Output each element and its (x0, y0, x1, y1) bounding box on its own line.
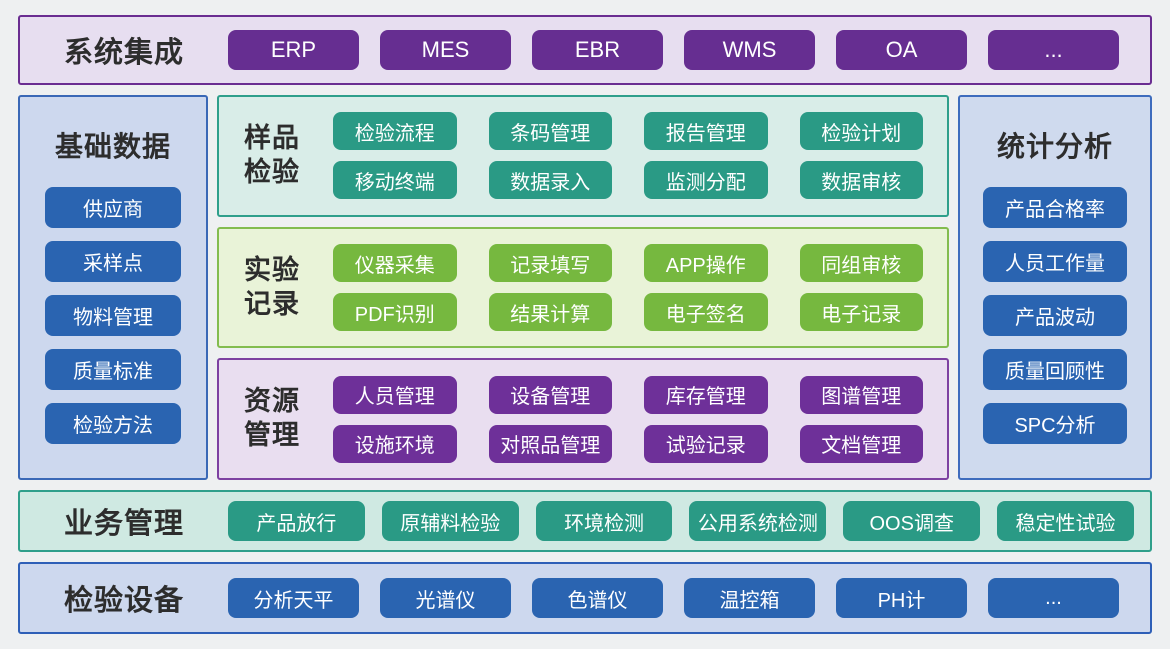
node-inspection-plan: 检验计划 (799, 112, 923, 151)
node-product-fluctuation: 产品波动 (983, 295, 1127, 336)
section-resource-management: 资源 管理 人员管理 设备管理 库存管理 图谱管理 设施环境 对照品管理 试验记… (217, 358, 949, 481)
node-raw-material-inspection: 原辅料检验 (381, 501, 519, 541)
node-report-management: 报告管理 (644, 112, 768, 151)
node-mes: MES (380, 30, 511, 70)
node-reference-standard-management: 对照品管理 (488, 424, 612, 463)
experiment-record-nodes: 仪器采集 记录填写 APP操作 同组审核 PDF识别 结果计算 电子签名 电子记… (333, 244, 923, 331)
node-oa: OA (836, 30, 967, 70)
node-environment-monitoring: 环境检测 (535, 501, 673, 541)
node-barcode-management: 条码管理 (488, 112, 612, 151)
section-title-business-management: 业务管理 (63, 508, 184, 540)
section-experiment-record: 实验 记录 仪器采集 记录填写 APP操作 同组审核 PDF识别 结果计算 电子… (217, 226, 949, 349)
inspection-equipment-nodes: 分析天平 光谱仪 色谱仪 温控箱 PH计 ... (228, 578, 1150, 618)
sample-inspection-nodes: 检验流程 条码管理 报告管理 检验计划 移动终端 数据录入 监测分配 数据审核 (333, 112, 923, 200)
node-peer-review: 同组审核 (799, 244, 923, 282)
section-title-system-integration: 系统集成 (63, 37, 184, 69)
section-system-integration: 系统集成 ERP MES EBR WMS OA ... (18, 15, 1152, 85)
system-integration-nodes: ERP MES EBR WMS OA ... (228, 30, 1150, 70)
section-inspection-equipment: 检验设备 分析天平 光谱仪 色谱仪 温控箱 PH计 ... (18, 562, 1152, 634)
node-equipment-more: ... (988, 578, 1119, 618)
resource-management-nodes: 人员管理 设备管理 库存管理 图谱管理 设施环境 对照品管理 试验记录 文档管理 (333, 375, 923, 463)
node-analytical-balance: 分析天平 (228, 578, 359, 618)
node-product-release: 产品放行 (228, 501, 365, 541)
node-electronic-signature: 电子签名 (644, 293, 768, 331)
node-oos-investigation: OOS调查 (843, 501, 981, 541)
node-wms: WMS (684, 30, 815, 70)
title-line-2: 检验 (244, 156, 300, 187)
node-pdf-recognition: PDF识别 (333, 293, 457, 331)
node-data-review: 数据审核 (799, 161, 923, 200)
node-equipment-management: 设备管理 (488, 375, 612, 414)
node-mobile-terminal: 移动终端 (333, 161, 457, 200)
node-ph-meter: PH计 (836, 578, 967, 618)
node-spectrometer: 光谱仪 (380, 578, 511, 618)
node-spectrum-management: 图谱管理 (799, 375, 923, 414)
node-quality-review: 质量回顾性 (983, 349, 1127, 390)
node-supplier: 供应商 (45, 187, 181, 228)
section-statistics: 统计分析 产品合格率 人员工作量 产品波动 质量回顾性 SPC分析 (958, 95, 1152, 480)
node-inspection-method: 检验方法 (45, 403, 181, 444)
node-product-pass-rate: 产品合格率 (983, 187, 1127, 228)
node-personnel-workload: 人员工作量 (983, 241, 1127, 282)
node-facility-environment: 设施环境 (333, 424, 457, 463)
node-erp: ERP (228, 30, 359, 70)
node-material-management: 物料管理 (45, 295, 181, 336)
node-sampling-point: 采样点 (45, 241, 181, 282)
node-ebr: EBR (532, 30, 663, 70)
business-management-nodes: 产品放行 原辅料检验 环境检测 公用系统检测 OOS调查 稳定性试验 (228, 501, 1150, 541)
node-personnel-management: 人员管理 (333, 375, 457, 414)
section-title-sample-inspection: 样品 检验 (225, 122, 319, 190)
section-title-resource-management: 资源 管理 (225, 385, 319, 453)
section-business-management: 业务管理 产品放行 原辅料检验 环境检测 公用系统检测 OOS调查 稳定性试验 (18, 490, 1152, 552)
node-quality-standard: 质量标准 (45, 349, 181, 390)
node-electronic-record: 电子记录 (799, 293, 923, 331)
node-data-entry: 数据录入 (488, 161, 612, 200)
node-stability-test: 稳定性试验 (997, 501, 1134, 541)
node-test-record: 试验记录 (644, 424, 768, 463)
title-line-1: 资源 (244, 386, 300, 417)
node-record-filling: 记录填写 (488, 244, 612, 282)
center-panels: 样品 检验 检验流程 条码管理 报告管理 检验计划 移动终端 数据录入 监测分配… (217, 95, 949, 481)
node-inspection-process: 检验流程 (333, 112, 457, 151)
node-temperature-chamber: 温控箱 (684, 578, 815, 618)
middle-region: 基础数据 供应商 采样点 物料管理 质量标准 检验方法 样品 检验 检验流程 条… (18, 95, 1152, 481)
node-app-operation: APP操作 (644, 244, 768, 282)
section-basic-data: 基础数据 供应商 采样点 物料管理 质量标准 检验方法 (18, 95, 208, 480)
node-chromatograph: 色谱仪 (532, 578, 663, 618)
node-result-calculation: 结果计算 (488, 293, 612, 331)
node-spc-analysis: SPC分析 (983, 403, 1127, 444)
node-integration-more: ... (988, 30, 1119, 70)
title-line-1: 实验 (244, 254, 300, 285)
title-line-2: 管理 (244, 420, 300, 451)
section-title-statistics: 统计分析 (996, 131, 1113, 162)
title-line-2: 记录 (244, 288, 300, 319)
section-title-inspection-equipment: 检验设备 (63, 585, 184, 617)
node-monitoring-allocation: 监测分配 (644, 161, 768, 200)
node-document-management: 文档管理 (799, 424, 923, 463)
title-line-1: 样品 (244, 123, 300, 154)
section-title-experiment-record: 实验 记录 (225, 254, 319, 322)
node-instrument-collection: 仪器采集 (333, 244, 457, 282)
node-inventory-management: 库存管理 (644, 375, 768, 414)
section-title-basic-data: 基础数据 (54, 131, 171, 162)
node-utility-system-monitoring: 公用系统检测 (689, 501, 827, 541)
section-sample-inspection: 样品 检验 检验流程 条码管理 报告管理 检验计划 移动终端 数据录入 监测分配… (217, 95, 949, 217)
